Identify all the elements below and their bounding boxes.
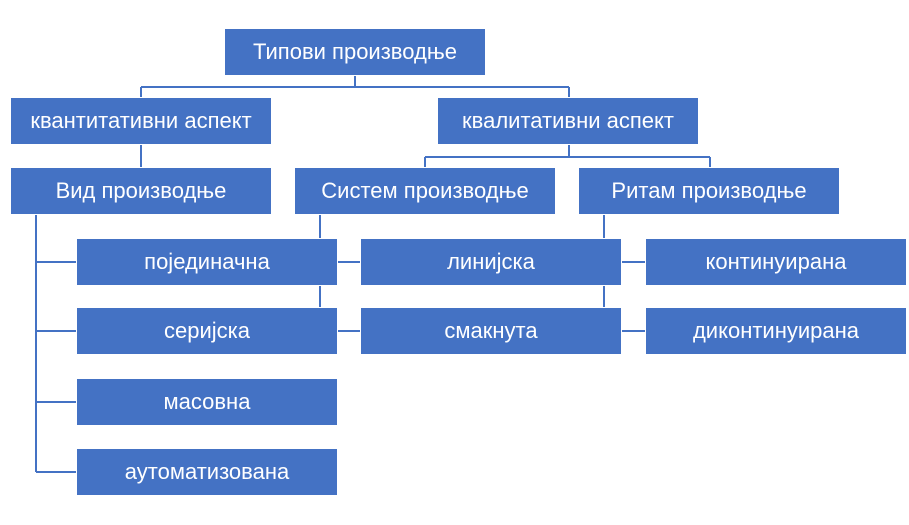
kind-item-individual: појединачна xyxy=(76,238,338,286)
connector-rhythm-to-items xyxy=(603,215,645,332)
kind-item-serial: серијска xyxy=(76,307,338,355)
rhythm-item-continuous: континуирана xyxy=(645,238,907,286)
kind-item-automated: аутоматизована xyxy=(76,448,338,496)
system-item-linear: линијска xyxy=(360,238,622,286)
kind-item-mass: масовна xyxy=(76,378,338,426)
production-kind-box: Вид производње xyxy=(10,167,272,215)
production-rhythm-box: Ритам производње xyxy=(578,167,840,215)
connector-kind-to-items xyxy=(35,215,76,473)
quantitative-aspect-box: квантитативни аспект xyxy=(10,97,272,145)
system-item-staggered: смакнута xyxy=(360,307,622,355)
connector-qualitative-to-types xyxy=(424,145,711,167)
root-box: Типови производње xyxy=(224,28,486,76)
connector-system-to-items xyxy=(319,215,360,332)
qualitative-aspect-box: квалитативни аспект xyxy=(437,97,699,145)
rhythm-item-discontinuous: диконтинуирана xyxy=(645,307,907,355)
production-system-box: Систем производње xyxy=(294,167,556,215)
connector-root-to-aspects xyxy=(140,76,570,97)
